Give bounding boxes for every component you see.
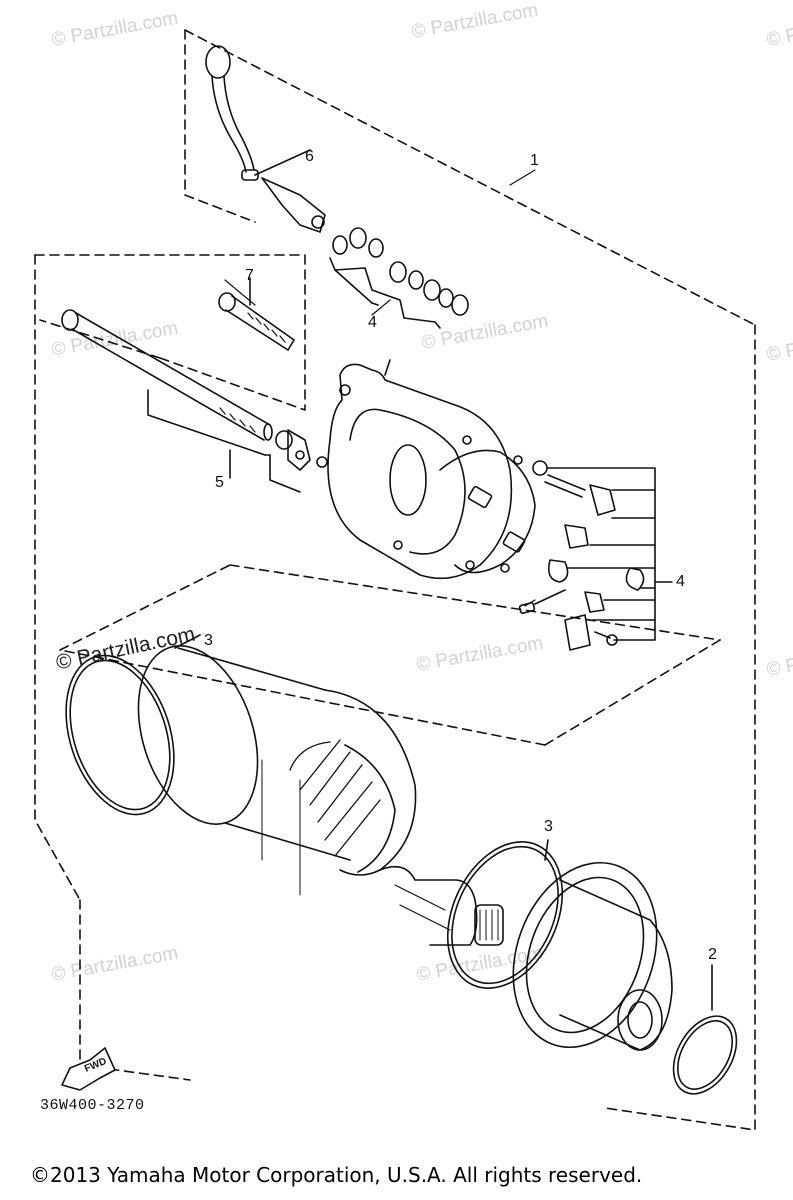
assembly-boundary	[34, 29, 756, 1131]
brush-set-part-4-right	[518, 460, 673, 651]
motor-yoke	[137, 645, 417, 896]
callout-6: 6	[305, 148, 314, 165]
o-ring-part-2	[672, 964, 738, 1095]
callout-4-top: 4	[368, 314, 377, 331]
callout-2: 2	[708, 946, 717, 963]
lead-wire-part-6	[205, 45, 326, 233]
diagram-code: 36W400-3270	[40, 1097, 145, 1114]
o-ring-part-3-left	[65, 634, 201, 816]
callout-5: 5	[215, 474, 224, 491]
fwd-arrow-icon: FWD	[61, 1047, 116, 1091]
armature-shaft	[379, 865, 504, 946]
callout-1: 1	[530, 152, 539, 169]
callout-3-right: 3	[544, 818, 553, 835]
callout-7: 7	[245, 267, 254, 284]
callout-4-right: 4	[676, 573, 685, 590]
long-bolt-part-5	[61, 309, 328, 493]
front-cover	[512, 861, 673, 1051]
copyright-notice: ©2013 Yamaha Motor Corporation, U.S.A. A…	[30, 1163, 643, 1187]
o-ring-part-3-right	[446, 839, 564, 989]
end-cover-brush-holder	[327, 359, 536, 580]
bolt-part-7	[218, 277, 295, 351]
washer-set-part-4-top	[329, 227, 469, 329]
callout-3-left: 3	[204, 632, 213, 649]
callout-leaders	[224, 169, 536, 607]
